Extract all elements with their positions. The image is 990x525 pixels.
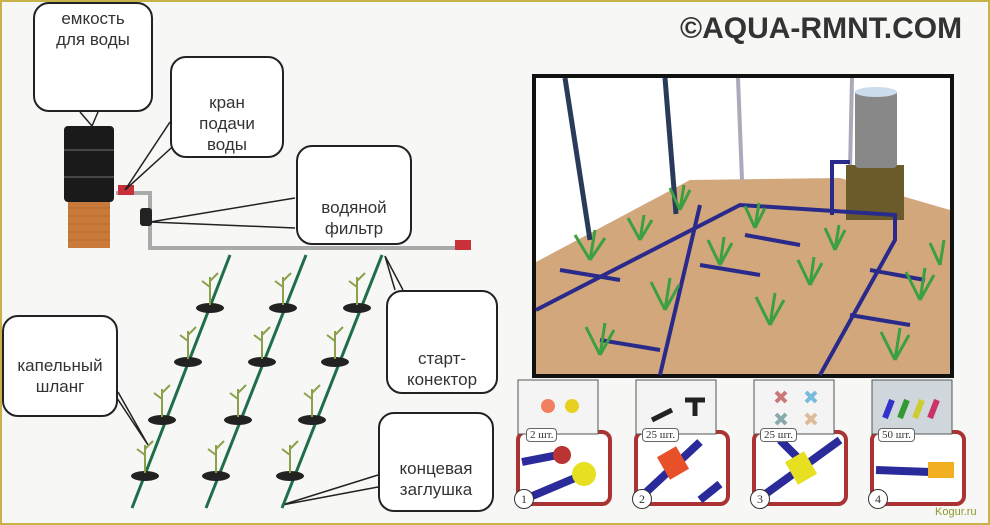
- plants: [131, 272, 371, 481]
- parts-panels: [516, 379, 966, 506]
- part-1-number: 1: [514, 489, 534, 509]
- label-start-connector-line1: старт-: [417, 349, 467, 368]
- label-end-plug-line1: концевая: [399, 459, 473, 478]
- greenhouse-illustration: [532, 74, 954, 378]
- label-filter-line2: фильтр: [324, 219, 384, 238]
- callout-filter: водяной фильтр: [296, 145, 412, 245]
- callout-tank: емкость для воды: [33, 2, 153, 112]
- label-valve-line3: воды: [206, 135, 248, 154]
- label-tank-line2: для воды: [56, 30, 130, 49]
- part-4-number: 4: [868, 489, 888, 509]
- label-filter-line1: водяной: [321, 198, 387, 217]
- label-end-plug-line2: заглушка: [399, 480, 473, 499]
- callout-end-plug: концевая заглушка: [378, 412, 494, 512]
- label-valve-line1: кран: [209, 93, 245, 112]
- water-barrel: [64, 126, 114, 202]
- part-2-qty: 25 шт.: [642, 428, 679, 442]
- part-2-number: 2: [632, 489, 652, 509]
- watermark: ©AQUA-RMNT.COM: [680, 12, 963, 45]
- drip-hoses: [130, 254, 384, 509]
- label-start-connector-line2: конектор: [406, 370, 478, 389]
- part-1-qty: 2 шт.: [526, 428, 558, 442]
- source-credit: Kogur.ru: [935, 506, 977, 518]
- callout-valve: кран подачи воды: [170, 56, 284, 158]
- part-3-number: 3: [750, 489, 770, 509]
- end-valve-icon: [455, 240, 471, 250]
- main-supply-pipe: [116, 191, 470, 250]
- part-4-qty: 50 шт.: [878, 428, 915, 442]
- filter-icon: [140, 208, 152, 226]
- part-3-qty: 25 шт.: [760, 428, 797, 442]
- callout-hose: капельный шланг: [2, 315, 118, 417]
- label-valve-line2: подачи: [199, 114, 255, 133]
- label-hose-line1: капельный: [17, 356, 103, 375]
- label-hose-line2: шланг: [35, 377, 85, 396]
- callout-start-connector: старт- конектор: [386, 290, 498, 394]
- label-tank-line1: емкость: [61, 9, 125, 28]
